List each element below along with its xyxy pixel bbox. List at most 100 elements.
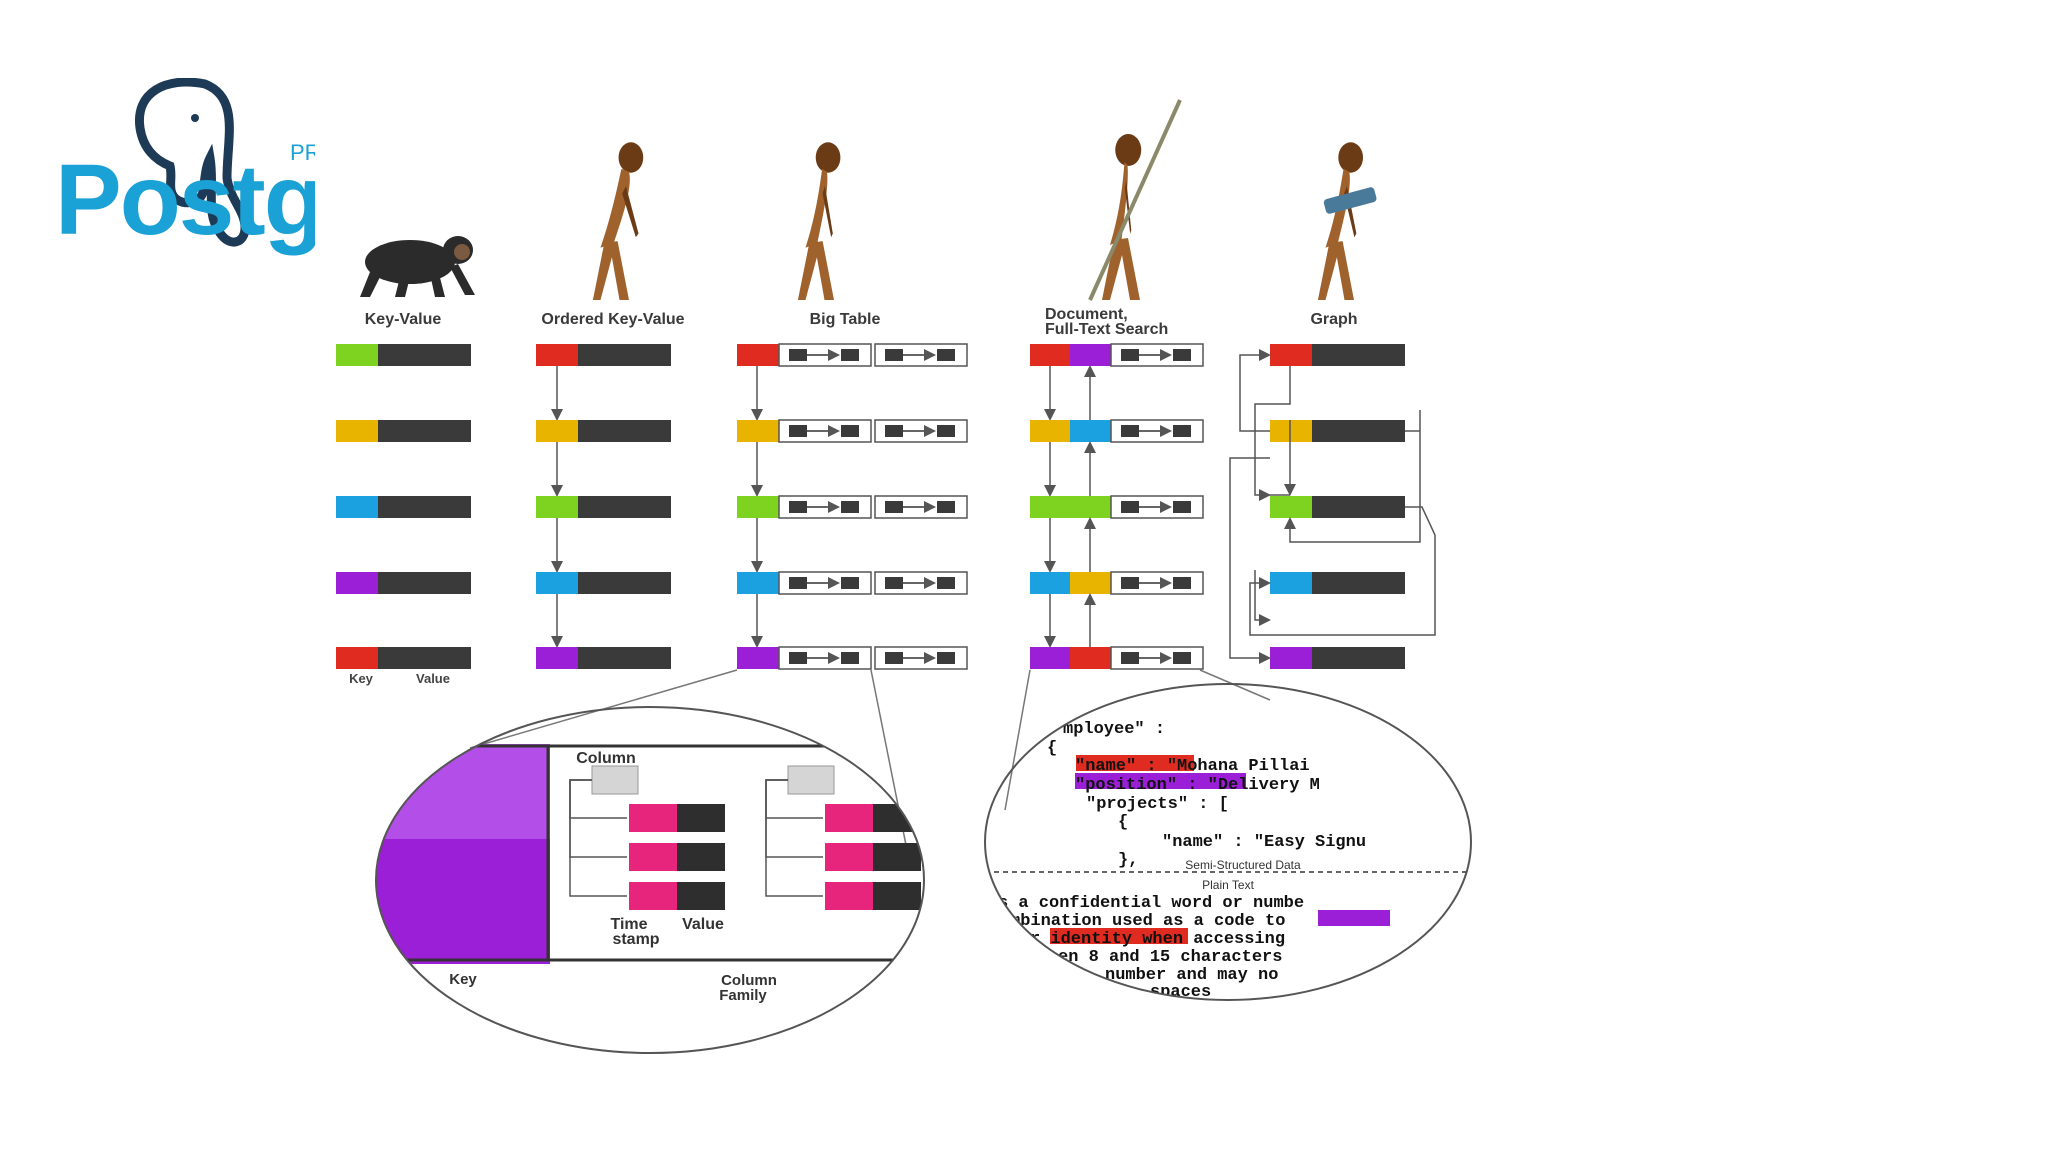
doc-zoom-guide: [1005, 670, 1030, 810]
plain-text-line: s a confidential word or numbe: [998, 894, 1304, 913]
zoom-col2-val: [873, 843, 921, 871]
doc-right-block: [1070, 496, 1111, 518]
okv-value-block: [578, 344, 671, 366]
bt-key-block: [737, 572, 779, 594]
doc-right-block: [1070, 344, 1111, 366]
tool-human-figure-head: [1338, 142, 1363, 172]
australopithecus-figure-arm: [622, 186, 638, 237]
bt-key-block: [737, 496, 779, 518]
tool-human-figure: [1318, 142, 1377, 300]
early-human-figure-arm: [823, 186, 833, 237]
plain-text-label: Plain Text: [1202, 878, 1254, 892]
bt-chain1-a: [789, 577, 807, 589]
bt-chain1-a: [789, 349, 807, 361]
graph-link: [1255, 570, 1268, 620]
zoom-col2-link: [766, 780, 823, 896]
doc-right-block: [1070, 572, 1111, 594]
zoom-col1-header: [592, 766, 638, 794]
zoom-col2-ts: [825, 804, 873, 832]
okv-value-block: [578, 420, 671, 442]
zoom-col2-val: [873, 804, 921, 832]
code-line: {: [1118, 813, 1128, 832]
doc-left-block: [1030, 572, 1070, 594]
chimp-face: [454, 244, 470, 260]
document-zoom-circle: mployee" :{"name" : "Mohana Pillai"posit…: [985, 684, 1475, 1002]
okv-value-block: [578, 496, 671, 518]
doc-right-block: [1070, 420, 1111, 442]
zoom-key-label: Key: [449, 971, 477, 988]
graph-value-block: [1312, 572, 1405, 594]
zoom-col2-val: [873, 882, 921, 910]
graph-value-block: [1312, 647, 1405, 669]
okv-key-block: [536, 420, 578, 442]
spear-human-figure-head: [1115, 134, 1141, 166]
doc-chain-b: [1173, 349, 1191, 361]
spear-human-figure: [1090, 100, 1180, 300]
bt-chain1-b: [841, 577, 859, 589]
bt-chain2-a: [885, 425, 903, 437]
bt-chain1-b: [841, 501, 859, 513]
zoom-col1-val: [677, 843, 725, 871]
code-line: "name" : "Easy Signu: [1162, 833, 1366, 852]
code-line: mployee" :: [1063, 720, 1165, 739]
doc-chain-b: [1173, 501, 1191, 513]
semi-structured-label: Semi-Structured Data: [1185, 858, 1301, 872]
australopithecus-figure-head: [619, 142, 644, 172]
graph-key-block: [1270, 344, 1312, 366]
kv-key-block: [336, 344, 378, 366]
zoom-col1-ts: [629, 804, 677, 832]
stage-label-2-0: Big Table: [810, 311, 881, 328]
code-line: "projects" : [: [1086, 795, 1229, 814]
zoom-stamp-label: stamp: [612, 931, 659, 948]
stage-label-1-0: Ordered Key-Value: [541, 311, 684, 328]
zoom-col1-ts: [629, 882, 677, 910]
zoom-col2-ts: [825, 843, 873, 871]
bt-chain2-b: [937, 577, 955, 589]
kv-value-block: [378, 647, 471, 669]
australopithecus-figure-legs: [593, 241, 629, 300]
graph-key-block: [1270, 496, 1312, 518]
zoom-value-label: Value: [682, 916, 724, 933]
plain-text-line: mbination used as a code to: [1010, 912, 1285, 931]
spear: [1090, 100, 1180, 300]
graph-value-block: [1312, 496, 1405, 518]
zoom-col1-link: [570, 780, 627, 896]
doc-left-block: [1030, 496, 1070, 518]
doc-chain-a: [1121, 501, 1139, 513]
doc-chain-a: [1121, 652, 1139, 664]
doc-chain-a: [1121, 425, 1139, 437]
bt-chain1-b: [841, 425, 859, 437]
kv-value-caption: Value: [416, 671, 450, 686]
zoom-col1-val: [677, 804, 725, 832]
bt-chain1-a: [789, 652, 807, 664]
bt-chain2-a: [885, 652, 903, 664]
early-human-figure-legs: [798, 241, 834, 300]
code-line: {: [1047, 739, 1057, 758]
doc-chain-a: [1121, 577, 1139, 589]
plain-text-line: r identity when accessing: [1030, 930, 1285, 949]
bt-chain1-b: [841, 652, 859, 664]
bt-chain2-a: [885, 577, 903, 589]
doc-left-block: [1030, 420, 1070, 442]
zoom-column-label: Column: [576, 750, 636, 767]
stage-label-0-0: Key-Value: [365, 311, 442, 328]
bt-chain2-a: [885, 349, 903, 361]
australopithecus-figure: [593, 142, 643, 300]
doc-chain-b: [1173, 652, 1191, 664]
graph-link: [1250, 507, 1435, 635]
hl-code: [1318, 910, 1390, 926]
graph-key-block: [1270, 647, 1312, 669]
bt-key-block: [737, 647, 779, 669]
okv-key-block: [536, 572, 578, 594]
doc-chain-b: [1173, 577, 1191, 589]
okv-key-block: [536, 496, 578, 518]
kv-key-block: [336, 496, 378, 518]
zoom-col2-ts: [825, 882, 873, 910]
zoom-col1-val: [677, 882, 725, 910]
graph-value-block: [1312, 344, 1405, 366]
graph-key-block: [1270, 420, 1312, 442]
kv-value-block: [378, 420, 471, 442]
kv-key-block: [336, 572, 378, 594]
